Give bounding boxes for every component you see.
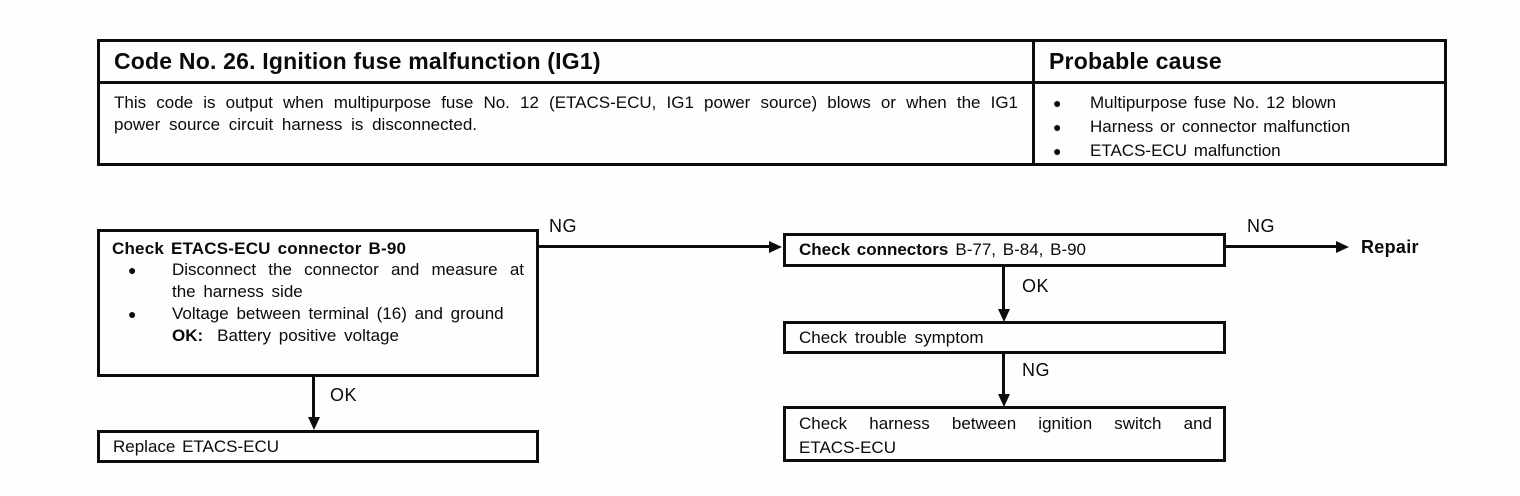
- step1-bullet-text: Disconnect the connector and measure at …: [172, 260, 524, 301]
- code-description: This code is output when multipurpose fu…: [100, 84, 1035, 163]
- bullet-icon: ●: [128, 306, 137, 322]
- ng-connector-line-2: [1226, 245, 1338, 248]
- cause-text: ETACS-ECU malfunction: [1090, 141, 1281, 160]
- ok-connector-line-2: [312, 377, 315, 419]
- cause-item: ● Harness or connector malfunction: [1045, 115, 1436, 139]
- step5-label: Replace ETACS-ECU: [113, 436, 280, 456]
- bullet-icon: ●: [1053, 119, 1062, 135]
- ng-connector-line-1: [539, 245, 771, 248]
- bullet-icon: ●: [1053, 95, 1062, 111]
- ng-connector-line-3: [1002, 354, 1005, 396]
- probable-cause-header: Probable cause: [1035, 42, 1444, 84]
- step1-bullet-1: ● Disconnect the connector and measure a…: [112, 259, 526, 303]
- ng-label-2: NG: [1247, 216, 1275, 236]
- replace-etacs-box: Replace ETACS-ECU: [97, 430, 539, 463]
- step3-label: Check trouble symptom: [799, 327, 984, 347]
- ok-label-2: OK: [330, 385, 358, 405]
- step1-bullet-text: Voltage between terminal (16) and ground: [172, 304, 504, 323]
- ok-connector-line-1: [1002, 267, 1005, 311]
- bullet-icon: ●: [1053, 143, 1062, 159]
- code-table: Code No. 26. Ignition fuse malfunction (…: [97, 39, 1447, 166]
- arrowhead-right-icon: [1336, 240, 1349, 253]
- arrowhead-down-icon: [997, 394, 1010, 407]
- repair-result: Repair: [1361, 237, 1419, 257]
- check-connectors-box: Check connectors B-77, B-84, B-90: [783, 233, 1226, 267]
- step1-bullet-2: ● Voltage between terminal (16) and grou…: [112, 303, 526, 325]
- arrowhead-down-icon: [307, 417, 320, 430]
- arrowhead-right-icon: [769, 240, 782, 253]
- step1-title: Check ETACS-ECU connector B-90: [112, 239, 407, 258]
- bullet-icon: ●: [128, 262, 137, 278]
- ng-label-3: NG: [1022, 360, 1050, 380]
- cause-text: Harness or connector malfunction: [1090, 117, 1351, 136]
- step4-label: Check harness between ignition switch an…: [799, 414, 1212, 457]
- probable-cause-list: ● Multipurpose fuse No. 12 blown ● Harne…: [1035, 84, 1444, 163]
- check-harness-box: Check harness between ignition switch an…: [783, 406, 1226, 462]
- cause-text: Multipurpose fuse No. 12 blown: [1090, 93, 1337, 112]
- check-trouble-symptom-box: Check trouble symptom: [783, 321, 1226, 354]
- cause-item: ● ETACS-ECU malfunction: [1045, 139, 1436, 163]
- code-title: Code No. 26. Ignition fuse malfunction (…: [100, 42, 1035, 84]
- arrowhead-down-icon: [997, 309, 1010, 322]
- step2-label-bold: Check connectors: [799, 240, 949, 259]
- ok-key: OK:: [172, 326, 204, 345]
- check-etacs-connector-box: Check ETACS-ECU connector B-90 ● Disconn…: [97, 229, 539, 377]
- ng-label-1: NG: [549, 216, 577, 236]
- step1-ok-condition: OK: Battery positive voltage: [172, 325, 526, 347]
- cause-item: ● Multipurpose fuse No. 12 blown: [1045, 91, 1436, 115]
- step2-label-rest: B-77, B-84, B-90: [955, 240, 1087, 259]
- ok-label-1: OK: [1022, 276, 1050, 296]
- ok-value: Battery positive voltage: [217, 326, 399, 345]
